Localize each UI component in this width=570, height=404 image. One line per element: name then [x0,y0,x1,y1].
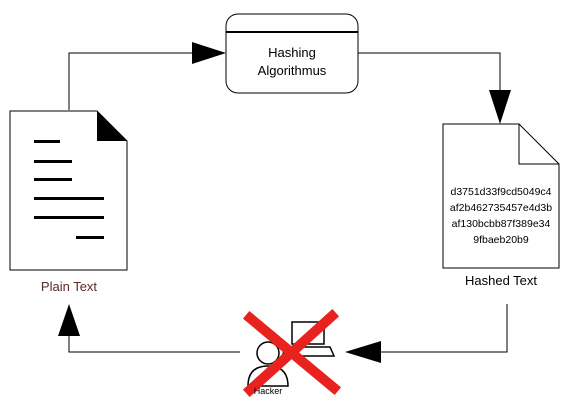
algorithm-label-line1: Hashing [268,45,316,60]
arrowhead-to-plain [58,304,80,336]
hash-value: d3751d33f9cd5049c4 af2b462735457e4d3b af… [440,184,562,248]
hacker-label: Hacker [253,386,283,396]
hash-value-line: af130bcbb87f389e34 [451,218,551,230]
arrowhead-to-hacker [345,341,381,363]
hashed-text-label: Hashed Text [464,273,538,288]
hash-value-line: af2b462735457e4d3b [449,202,553,214]
arrowhead-to-algorithm [192,42,226,64]
algorithm-label: Hashing Algorithmus [226,44,358,80]
hashed-document-icon [442,123,560,269]
plain-text-label: Plain Text [40,279,98,294]
connector-hashed-to-hacker [381,304,508,353]
document-icon [9,110,128,271]
cross-icon [242,308,342,398]
arrowhead-to-hashed [489,90,511,124]
hash-value-line: d3751d33f9cd5049c4 [450,186,552,198]
connector-algorithm-to-hashed [358,52,501,90]
hash-value-line: 9fbaeb20b9 [473,234,529,246]
algorithm-label-line2: Algorithmus [257,63,327,78]
connector-plain-to-algorithm [68,52,192,110]
connector-hacker-to-plain [68,336,240,353]
